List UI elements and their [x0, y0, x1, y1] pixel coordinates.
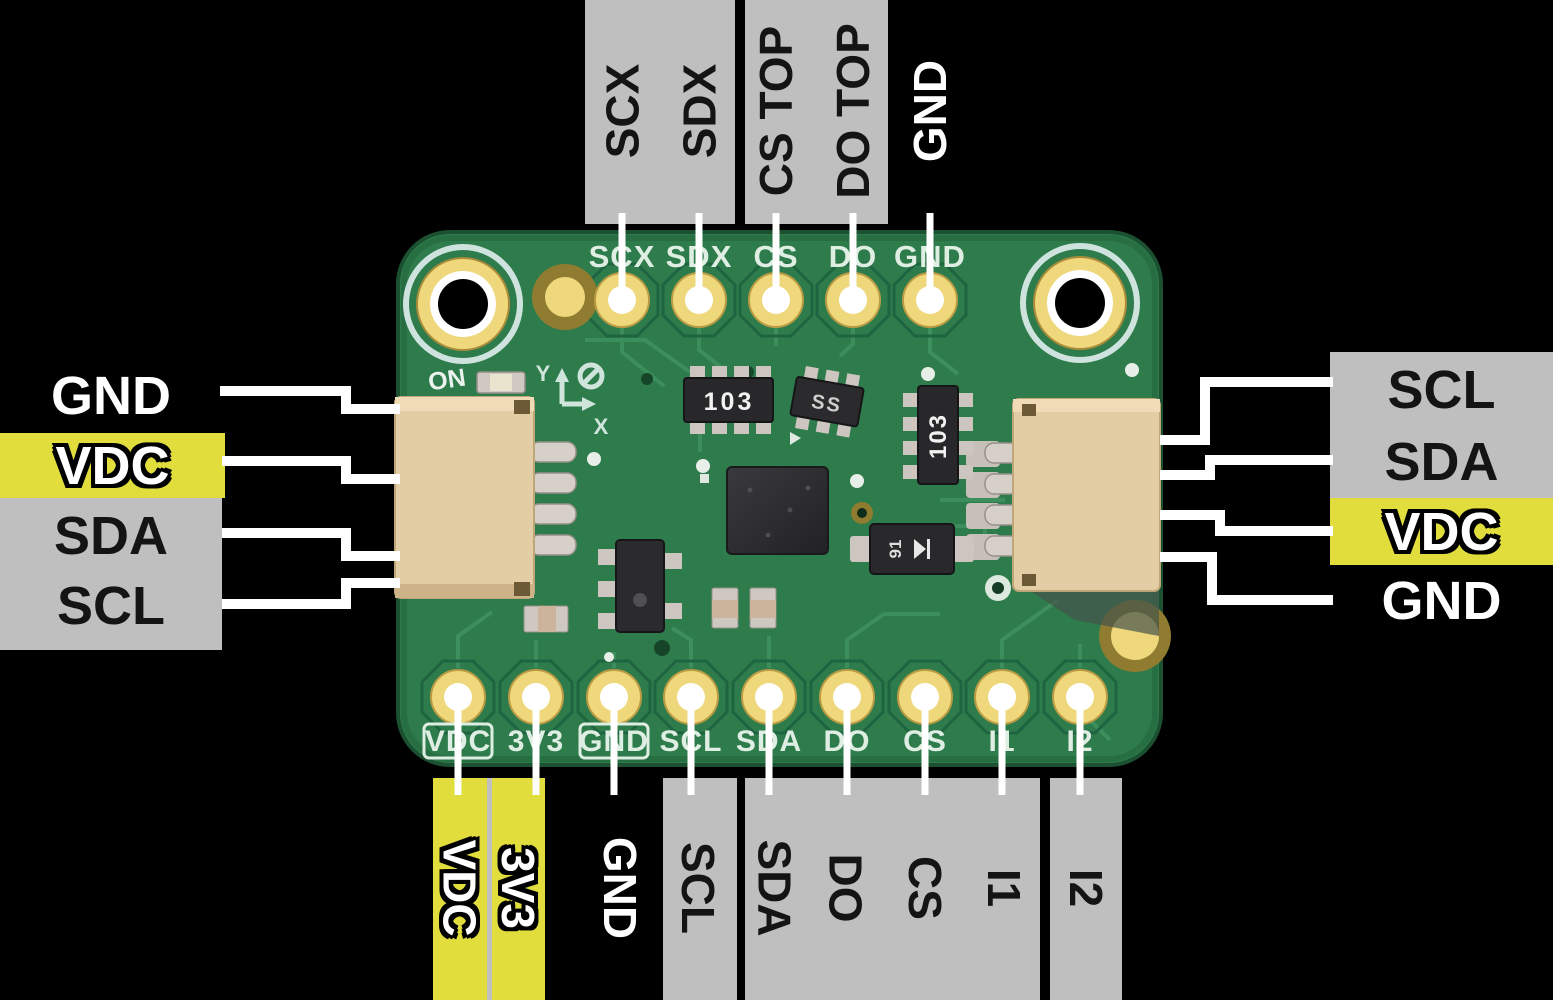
resistor-network-1: 103: [683, 366, 774, 434]
silk-on-label: ON: [426, 364, 467, 397]
pin-label-left-gnd: GND: [51, 366, 171, 426]
silk-top-cs: CS: [753, 239, 798, 274]
capacitors: [523, 587, 777, 633]
pin-label-bottom-3v3: 3V3: [492, 846, 545, 929]
silk-bottom-vdc: VDC: [425, 725, 491, 758]
pin-label-left-sda: SDA: [53, 506, 168, 566]
label-band-bottom-vdc: [433, 778, 487, 1000]
label-band-bottom-scl: [663, 778, 737, 1000]
diode: 91: [850, 523, 974, 575]
pin-label-right-gnd: GND: [1381, 571, 1502, 631]
silk-top-scx: SCX: [589, 239, 656, 274]
pin-label-right-scl: SCL: [1387, 360, 1496, 420]
label-band-bottom-3v3: [492, 778, 545, 1000]
label-band-right-vdc: [1330, 498, 1553, 565]
label-band-left-i2c: [0, 498, 222, 650]
label-band-right-i2c: [1330, 352, 1553, 498]
pin-label-bottom-i1: I1: [978, 868, 1030, 907]
pin-label-left-scl: SCL: [57, 576, 165, 636]
label-band-top-spi: [585, 0, 735, 224]
pin-label-top-do-top: DO TOP: [827, 23, 880, 199]
right-jst-connector: [966, 398, 1161, 636]
label-band-bottom-sda-i1: [745, 778, 1040, 1000]
silk-top-sdx: SDX: [666, 239, 733, 274]
mounting-hole-right: [1023, 246, 1137, 360]
pin-label-top-sdx: SDX: [673, 63, 725, 159]
label-band-top-cs-do: [745, 0, 888, 224]
pin-label-bottom-cs: CS: [899, 855, 951, 920]
pin-label-top-cs-top: CS TOP: [750, 25, 803, 197]
silk-bottom-i1: I1: [988, 725, 1015, 758]
resistor-network-1-marking: 103: [704, 388, 755, 416]
axis-x-label: X: [594, 414, 609, 439]
resistor-network-2: 103: [903, 385, 973, 485]
pin-label-bottom-scl: SCL: [672, 841, 724, 934]
pin-label-bottom-do: DO: [819, 853, 871, 922]
sensor-chip: [700, 466, 829, 555]
label-band-bottom-i2: [1050, 778, 1122, 1000]
voltage-regulator: [598, 539, 682, 633]
axis-y-label: Y: [536, 361, 551, 386]
pin-label-left-vdc: VDC: [55, 435, 170, 496]
sot23-ic-marking: SS: [810, 391, 844, 418]
silk-bottom-do: DO: [824, 725, 871, 758]
silkscreen-top-row: SCX SDX CS DO GND: [589, 239, 966, 274]
axis-indicator: [555, 362, 605, 411]
pin-label-top-scx: SCX: [596, 63, 648, 159]
resistor-network-2-marking: 103: [925, 413, 952, 459]
silk-bottom-sda: SDA: [736, 725, 802, 758]
silk-bottom-3v3: 3V3: [508, 725, 564, 758]
label-band-bottom-divider: [487, 778, 492, 1000]
bottom-pad-row: [430, 669, 1108, 725]
pin-label-right-vdc: VDC: [1384, 502, 1499, 562]
silk-bottom-cs: CS: [903, 725, 947, 758]
silk-top-gnd: GND: [894, 239, 966, 274]
silk-bottom-scl: SCL: [660, 725, 723, 758]
pin-label-right-sda: SDA: [1384, 432, 1499, 492]
left-jst-connector: [394, 396, 577, 599]
pin-label-bottom-sda: SDA: [749, 838, 801, 937]
mounting-hole-left: [406, 247, 520, 361]
silk-bottom-i2: I2: [1066, 725, 1093, 758]
silkscreen-bottom-row: VDC 3V3 GND SCL SDA DO CS I1 I2: [422, 722, 1093, 760]
silk-top-do: DO: [829, 239, 878, 274]
fiducial-dot: [532, 264, 598, 330]
power-led: [476, 371, 526, 394]
pin-label-top-gnd: GND: [904, 59, 957, 163]
label-band-left-vdc: [0, 433, 225, 498]
sot23-ic: SS: [789, 365, 865, 438]
pin-label-bottom-i2: I2: [1060, 868, 1112, 907]
silk-bottom-gnd: GND: [579, 725, 649, 758]
diode-marking: 91: [886, 540, 905, 559]
pin-label-bottom-gnd: GND: [594, 836, 647, 939]
